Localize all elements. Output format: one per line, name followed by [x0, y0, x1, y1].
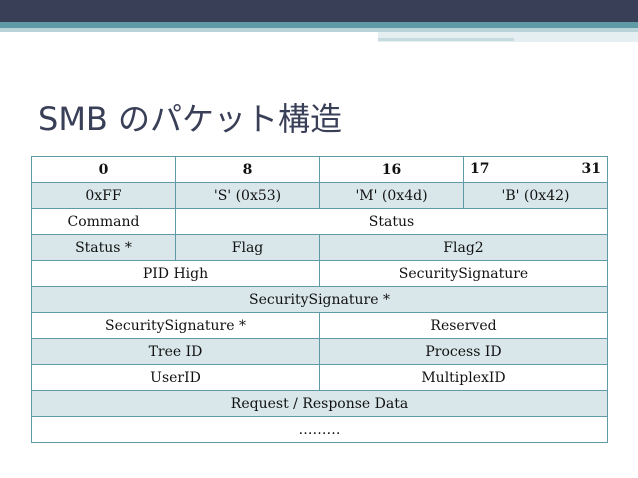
field-protocol-0xff: 0xFF: [31, 182, 176, 209]
table-row: Command Status: [31, 208, 608, 235]
field-pid-high: PID High: [31, 260, 320, 287]
field-reserved: Reserved: [319, 312, 608, 339]
field-command: Command: [31, 208, 176, 235]
header-band-teal: [0, 22, 638, 28]
table-row: SecuritySignature * Reserved: [31, 312, 608, 339]
table-row: Request / Response Data: [31, 390, 608, 417]
table-row: UserID MultiplexID: [31, 364, 608, 391]
bit-offset-31: 31: [581, 161, 601, 177]
header-band-light: [0, 28, 638, 32]
field-ellipsis: ………: [31, 416, 608, 443]
field-security-signature-cont2: SecuritySignature *: [31, 312, 320, 339]
field-status-cont: Status *: [31, 234, 176, 261]
field-protocol-b: 'B' (0x42): [463, 182, 608, 209]
bit-offset-16: 16: [319, 156, 464, 183]
field-tree-id: Tree ID: [31, 338, 320, 365]
field-multiplex-id: MultiplexID: [319, 364, 608, 391]
slide-title: SMB のパケット構造: [38, 100, 343, 138]
table-row: Status * Flag Flag2: [31, 234, 608, 261]
field-protocol-s: 'S' (0x53): [175, 182, 320, 209]
field-flag2: Flag2: [319, 234, 608, 261]
bit-offset-row: 0 8 16 17 31: [31, 156, 608, 183]
field-flag: Flag: [175, 234, 320, 261]
table-row: 0xFF 'S' (0x53) 'M' (0x4d) 'B' (0x42): [31, 182, 608, 209]
table-row: ………: [31, 416, 608, 443]
bit-offset-17: 17: [470, 161, 490, 177]
table-row: PID High SecuritySignature: [31, 260, 608, 287]
field-user-id: UserID: [31, 364, 320, 391]
bit-offset-0: 0: [31, 156, 176, 183]
header-band-light-right: [378, 32, 638, 42]
bit-offset-17-31: 17 31: [463, 156, 608, 183]
field-security-signature-cont: SecuritySignature *: [31, 286, 608, 313]
header-band-dark: [0, 0, 638, 22]
table-row: SecuritySignature *: [31, 286, 608, 313]
field-status: Status: [175, 208, 608, 235]
packet-structure-table: 0 8 16 17 31 0xFF 'S' (0x53) 'M' (0x4d) …: [31, 156, 608, 443]
header-band-strip: [378, 38, 514, 41]
field-request-response-data: Request / Response Data: [31, 390, 608, 417]
bit-offset-8: 8: [175, 156, 320, 183]
field-process-id: Process ID: [319, 338, 608, 365]
field-security-signature: SecuritySignature: [319, 260, 608, 287]
table-row: Tree ID Process ID: [31, 338, 608, 365]
field-protocol-m: 'M' (0x4d): [319, 182, 464, 209]
